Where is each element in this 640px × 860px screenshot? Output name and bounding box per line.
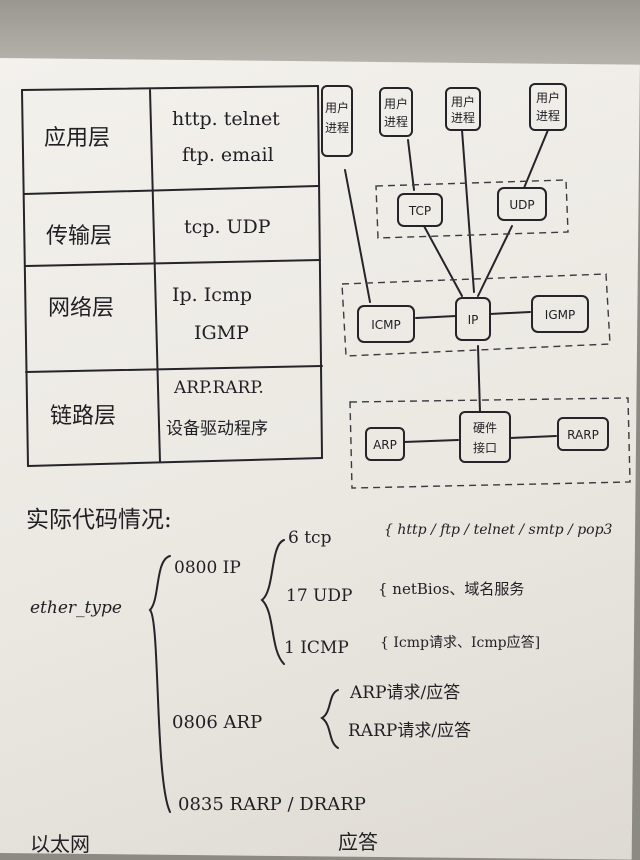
box-hardware (459, 411, 511, 463)
table-layer-transport: 传输层 (46, 224, 113, 249)
table-protocols-transport: tcp. UDP (184, 216, 271, 238)
proto-tcp-detail: { http / ftp / telnet / smtp / pop3 (384, 522, 613, 538)
table-border-top (21, 85, 319, 91)
table-protocols-network-1: Ip. Icmp (172, 284, 253, 306)
table-protocols-application-1: http. telnet (172, 108, 280, 130)
box-icmp (357, 305, 415, 343)
box-user-3 (445, 87, 481, 131)
arrow-hw-rarp (509, 435, 557, 439)
table-protocols-network-2: IGMP (194, 322, 249, 344)
table-row-line-1 (23, 185, 319, 195)
arrow-icmp-ip (415, 315, 457, 319)
bottom-left-note: 以太网 (30, 832, 90, 856)
arrow-user2-tcp (407, 139, 415, 191)
arrow-ip-igmp (489, 311, 531, 315)
arrow-arp-hw (403, 439, 459, 443)
table-row-line-3 (25, 365, 323, 373)
box-arp (365, 427, 405, 461)
label-icmp: ICMP (371, 318, 401, 332)
table-layer-link: 链路层 (50, 404, 117, 429)
brace-ether-type (148, 555, 171, 813)
table-divider-vertical (149, 89, 161, 463)
ether-type-label: ether_type (30, 598, 122, 618)
table-border-left (21, 89, 29, 467)
arrow-user4-udp (523, 129, 549, 189)
label-user4-l1: 用户 (536, 90, 560, 105)
box-ip (455, 297, 491, 341)
label-user4-l2: 进程 (536, 108, 560, 123)
box-user-1 (321, 85, 353, 157)
label-user3-l1: 用户 (451, 94, 475, 109)
table-border-bottom (27, 457, 323, 467)
label-user2-l1: 用户 (384, 96, 408, 111)
label-user1-l2: 进程 (325, 120, 349, 135)
box-user-4 (529, 83, 567, 131)
box-user-2 (379, 87, 413, 137)
arrow-udp-ip (477, 225, 513, 297)
arrow-tcp-ip (423, 225, 463, 297)
table-border-right (317, 85, 323, 459)
label-tcp: TCP (408, 204, 431, 218)
box-udp (497, 187, 547, 221)
code-ip: 0800 IP (174, 558, 241, 578)
code-rarp: 0835 RARP / DRARP (178, 794, 366, 815)
code-arp: 0806 ARP (172, 712, 263, 733)
proto-tcp: 6 tcp (288, 528, 332, 548)
label-rarp: RARP (567, 428, 599, 442)
table-layer-network: 网络层 (48, 296, 115, 321)
bottom-right-note: 应答 (338, 830, 378, 854)
proto-icmp-detail: { Icmp请求、Icmp应答] (380, 635, 541, 651)
group-transport-frame (375, 179, 569, 239)
proto-udp: 17 UDP (286, 586, 353, 606)
proto-udp-detail: { netBios、域名服务 (378, 580, 525, 598)
label-user3-l2: 进程 (451, 110, 475, 125)
label-ip: IP (468, 313, 479, 327)
table-layer-application: 应用层 (44, 126, 111, 151)
label-user1-l1: 用户 (325, 100, 349, 115)
box-tcp (397, 193, 443, 227)
group-link-frame (349, 397, 631, 489)
label-user2-l2: 进程 (384, 114, 408, 129)
label-igmp: IGMP (545, 308, 575, 322)
arrow-user3-ip (461, 129, 475, 293)
label-arp: ARP (373, 438, 397, 452)
label-udp: UDP (509, 198, 534, 212)
arrow-ip-hw (477, 345, 481, 413)
table-protocols-link-2: 设备驱动程序 (166, 419, 268, 439)
table-row-line-2 (25, 259, 321, 267)
brace-ip (260, 539, 285, 665)
brace-arp (320, 689, 339, 749)
notes-heading: 实际代码情况: (26, 507, 172, 533)
label-hw-l2: 接口 (473, 440, 497, 455)
arrow-user1-icmp (344, 169, 371, 303)
proto-icmp: 1 ICMP (284, 638, 349, 658)
rarp-request-reply: RARP请求/应答 (348, 721, 472, 741)
box-rarp (557, 417, 609, 451)
table-protocols-application-2: ftp. email (182, 144, 274, 166)
box-igmp (531, 295, 589, 333)
table-protocols-link-1: ARP.RARP. (174, 378, 264, 398)
arp-request-reply: ARP请求/应答 (350, 683, 461, 703)
label-hw-l1: 硬件 (473, 421, 497, 435)
